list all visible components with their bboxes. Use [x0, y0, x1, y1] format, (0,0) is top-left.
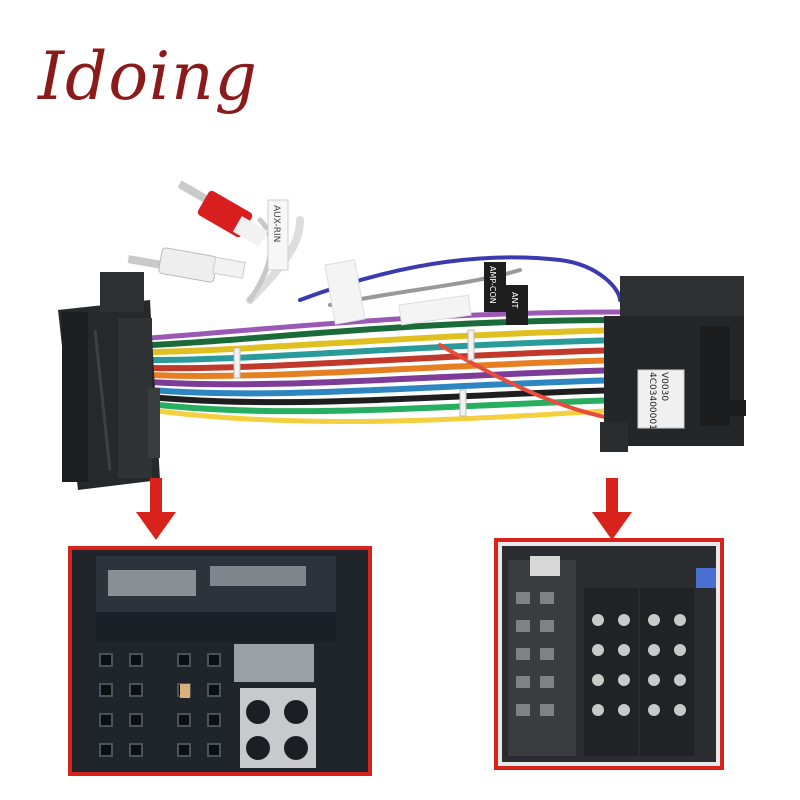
aux-label-flag: AUX-RIN — [267, 199, 289, 271]
wire-bundle — [147, 216, 623, 425]
rca-plug-white — [127, 247, 246, 283]
svg-text:AMP-CON: AMP-CON — [488, 266, 497, 304]
left-connector-closeup — [68, 546, 372, 776]
left-connector — [58, 272, 160, 490]
svg-text:V0030: V0030 — [659, 372, 669, 401]
arrow-down-icon — [592, 478, 632, 540]
right-connector-closeup — [494, 538, 724, 770]
svg-text:AUX-RIN: AUX-RIN — [271, 205, 281, 242]
brand-logo: Idoing — [38, 38, 258, 115]
svg-text:4C03400001: 4C03400001 — [647, 372, 657, 430]
svg-text:ANT: ANT — [510, 292, 519, 308]
product-sticker: V0030 4C03400001 — [637, 369, 685, 430]
rca-plug-red — [177, 180, 268, 247]
amp-con-label-flag: AMP-CON — [484, 262, 506, 312]
ant-label-flag: ANT — [506, 285, 528, 325]
arrow-down-icon — [136, 478, 176, 540]
